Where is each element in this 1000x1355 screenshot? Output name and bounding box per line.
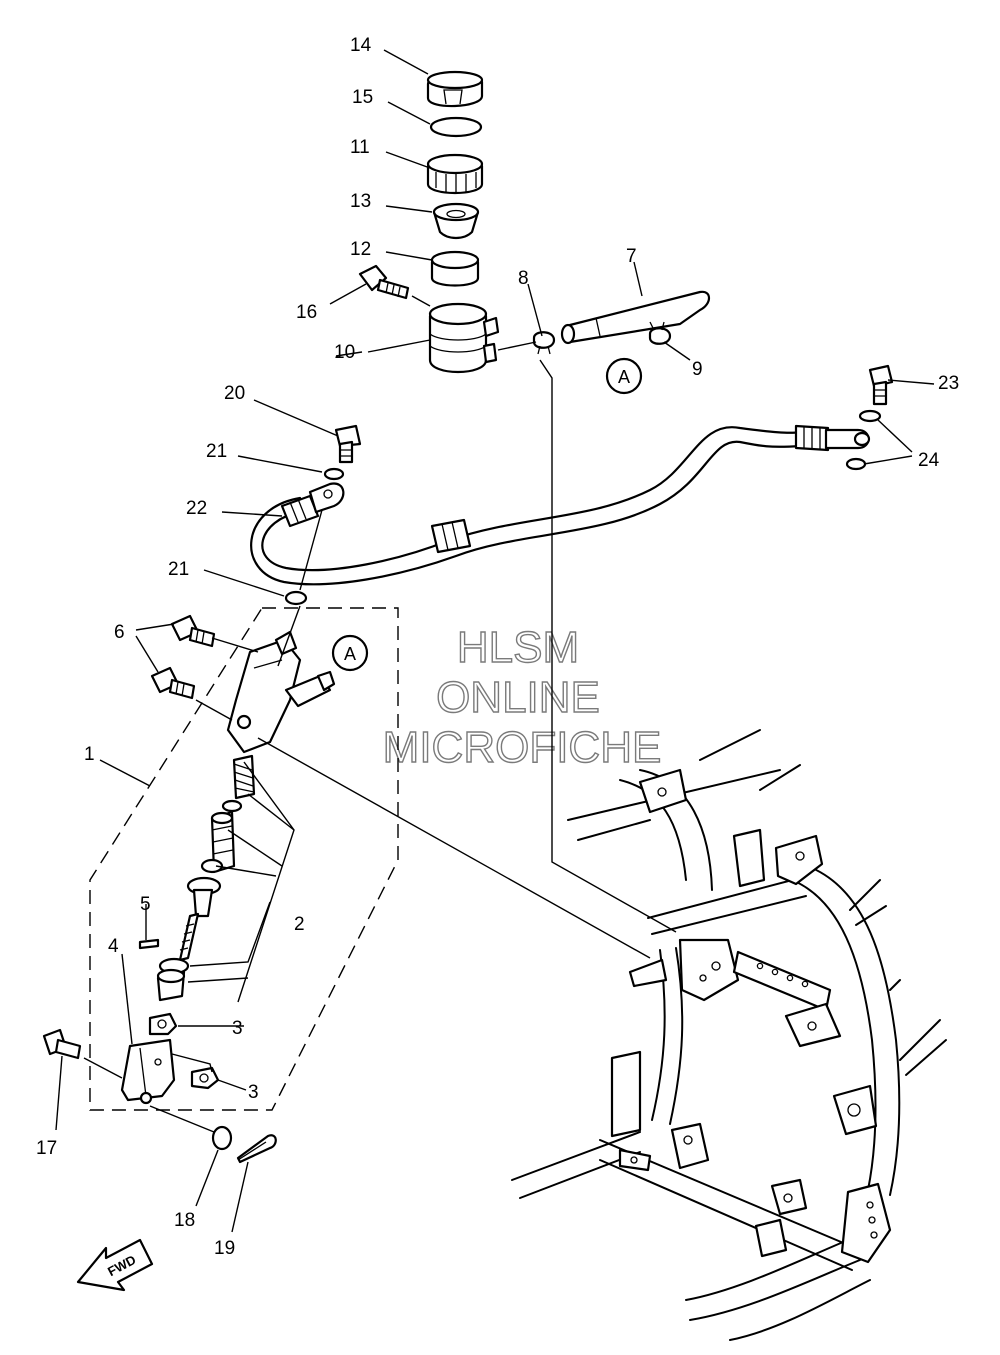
part-6-bolt-lower xyxy=(150,666,196,700)
callout-6: 6 xyxy=(114,622,125,643)
callout-17: 17 xyxy=(36,1138,57,1159)
watermark: HLSM ONLINE MICROFICHE xyxy=(382,622,662,772)
callout-21-top: 21 xyxy=(206,441,227,462)
callout-14: 14 xyxy=(350,35,372,56)
callout-22: 22 xyxy=(186,498,207,519)
part-23-union-bolt xyxy=(868,364,894,406)
callout-3-upper: 3 xyxy=(232,1018,243,1039)
reference-a-mid-label: A xyxy=(344,644,356,664)
callout-23: 23 xyxy=(938,373,959,394)
callout-1: 1 xyxy=(84,744,95,765)
callout-13: 13 xyxy=(350,191,371,212)
part-11-reservoir-cap xyxy=(426,153,484,194)
part-21-copper-washer-top xyxy=(323,467,345,481)
part-19-cotter-pin xyxy=(236,1134,277,1164)
callout-7: 7 xyxy=(626,246,637,267)
part-16-bolt xyxy=(358,264,410,300)
part-18-washer xyxy=(211,1125,233,1151)
part-14-cap-cover xyxy=(426,70,484,108)
fwd-arrow-icon: FWD xyxy=(76,1238,154,1292)
reservoir-assembly xyxy=(358,70,500,374)
callout-8: 8 xyxy=(518,268,529,289)
callout-5: 5 xyxy=(140,894,151,915)
callout-leaders xyxy=(55,49,935,1233)
reference-a-top-label: A xyxy=(618,367,630,387)
part-3-nut-lower xyxy=(190,1066,220,1090)
part-10-reservoir xyxy=(428,302,500,374)
watermark-line-2: ONLINE xyxy=(436,673,600,722)
part-2-primary-cup xyxy=(221,799,243,813)
callout-2: 2 xyxy=(294,914,305,935)
callout-9: 9 xyxy=(692,359,703,380)
alignment-lines xyxy=(83,295,677,1133)
part-5-pin xyxy=(138,938,160,950)
callout-10: 10 xyxy=(334,342,355,363)
watermark-line-3: MICROFICHE xyxy=(383,723,662,772)
master-cylinder-assembly xyxy=(42,607,399,1164)
part-7-reservoir-hose xyxy=(560,290,711,345)
part-4-clevis xyxy=(120,1038,176,1105)
callout-21-bottom: 21 xyxy=(168,559,189,580)
part-9-hose-clamp xyxy=(648,321,672,345)
part-2-pushrod xyxy=(178,912,200,962)
part-15-diaphragm-plate xyxy=(429,116,483,138)
part-2-pushrod-boot xyxy=(186,876,222,918)
part-22-brake-hose xyxy=(250,424,871,586)
callout-3-lower: 3 xyxy=(248,1082,259,1103)
part-2-bushing xyxy=(156,968,186,1002)
callout-24: 24 xyxy=(918,450,940,471)
callout-numbers: 14 15 11 13 12 16 10 7 8 9 23 24 20 21 2… xyxy=(36,35,959,1259)
part-21-copper-washer-bottom xyxy=(284,590,308,606)
master-cylinder-body xyxy=(226,630,336,754)
part-24-copper-washer-top xyxy=(858,409,882,423)
part-12-float xyxy=(430,250,480,287)
reference-a-mid: A xyxy=(331,634,369,672)
part-17-clevis-pin xyxy=(42,1028,82,1060)
callout-19: 19 xyxy=(214,1238,235,1259)
callout-4: 4 xyxy=(108,936,119,957)
callout-16: 16 xyxy=(296,302,317,323)
reference-a-top: A xyxy=(605,357,643,395)
callout-15: 15 xyxy=(352,87,373,108)
callout-12: 12 xyxy=(350,239,371,260)
part-6-bolt-upper xyxy=(170,614,216,648)
part-8-hose-clamp xyxy=(532,331,556,355)
callout-20: 20 xyxy=(224,383,245,404)
part-20-union-bolt xyxy=(334,424,362,464)
part-2-piston xyxy=(200,810,236,874)
watermark-line-1: HLSM xyxy=(457,623,579,672)
part-13-diaphragm xyxy=(432,202,480,240)
part-2-spring xyxy=(232,754,256,800)
vehicle-frame xyxy=(511,729,947,1341)
part-3-nut-upper xyxy=(148,1012,178,1036)
callout-11: 11 xyxy=(350,137,370,158)
part-24-copper-washer-bottom xyxy=(845,457,867,471)
callout-18: 18 xyxy=(174,1210,195,1231)
